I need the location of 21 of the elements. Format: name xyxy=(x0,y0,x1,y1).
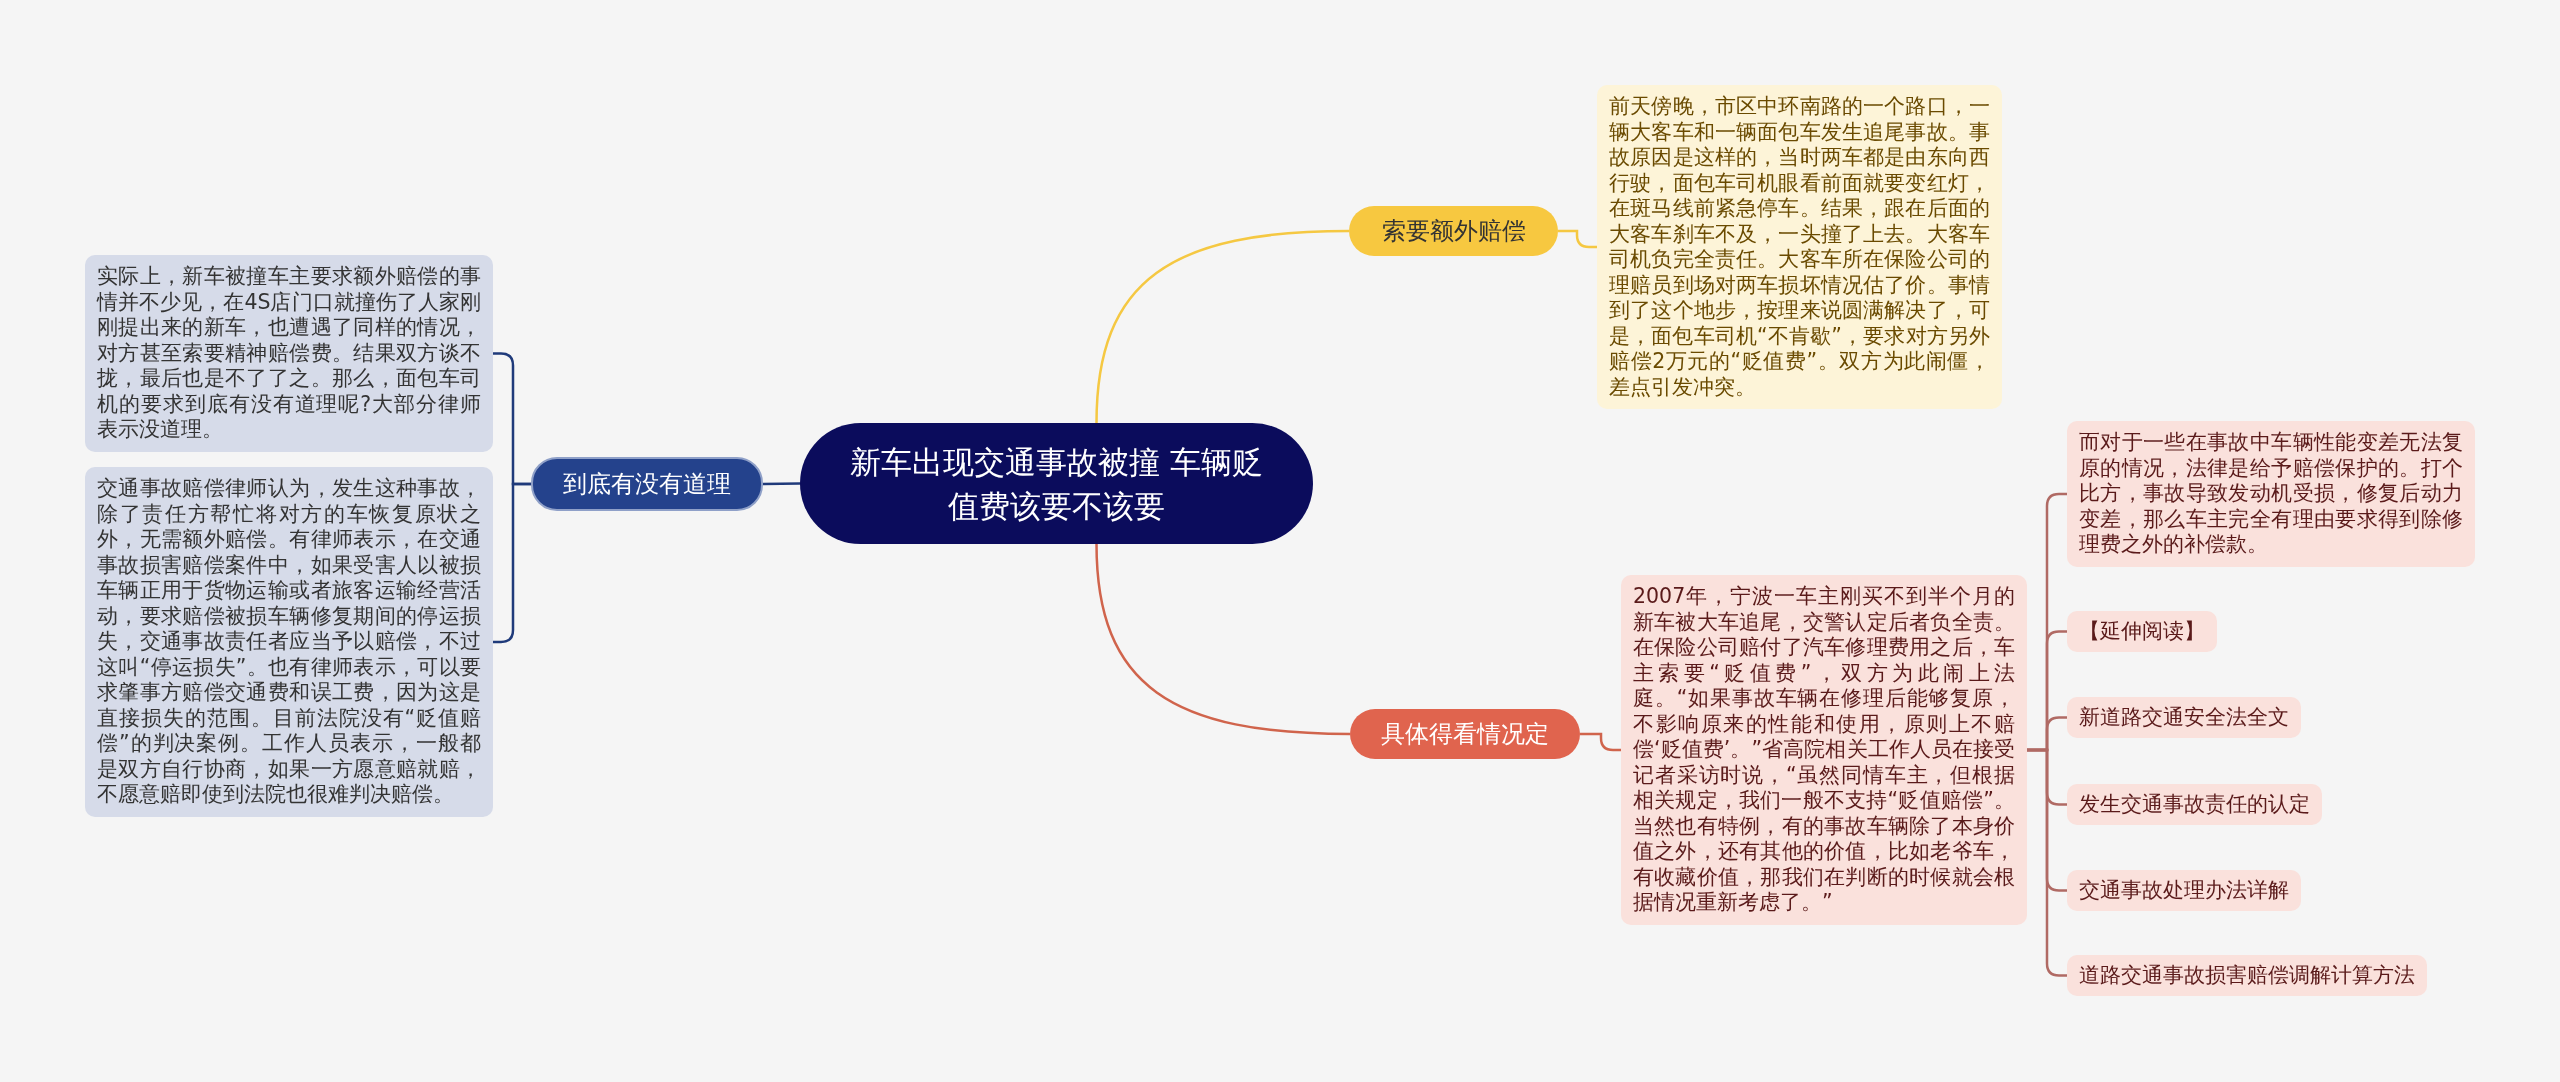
topic-box: 道路交通事故损害赔偿调解计算方法 xyxy=(2067,955,2427,996)
connector-line xyxy=(1095,543,1351,736)
topic-box: 新道路交通安全法全文 xyxy=(2067,697,2301,738)
connector-line xyxy=(763,482,800,486)
branch-topic-box: 索要额外赔偿 xyxy=(1349,206,1558,256)
topic-box: 交通事故处理办法详解 xyxy=(2067,870,2301,911)
connector-line xyxy=(1558,229,1597,249)
central-topic-box: 新车出现交通事故被撞 车辆贬值费该要不该要 xyxy=(800,423,1313,544)
branch-topic-box: 到底有没有道理 xyxy=(531,457,763,511)
text-card: 前天傍晚，市区中环南路的一个路口，一辆大客车和一辆面包车发生追尾事故。事故原因是这样的，当时两车都是由东向西行驶，面包车司机眼看前面就要变红灯，在斑马线前紧急停车。结果，跟在后面的大客车刹车不及，一头撞了上去。大客车司机负完全责任。大客车所在保险公司的理赔员到场对两车损坏情况估了价。事情到了这个地步，按理来说圆满解决了，可是，面包车司机“不肯歇”，要求对方另外赔偿2万元的“贬值费”。双方为此闹僵，差点引发冲突。 xyxy=(1597,85,2002,409)
connector-line xyxy=(1095,229,1350,424)
topic-box: 发生交通事故责任的认定 xyxy=(2067,784,2322,825)
connector-line xyxy=(493,482,531,644)
branch-topic-box: 具体得看情况定 xyxy=(1350,709,1580,759)
topic-box: 【延伸阅读】 xyxy=(2067,611,2217,652)
text-card: 实际上，新车被撞车主要求额外赔偿的事情并不少见，在4S店门口就撞伤了人家刚刚提出来的新车，也遭遇了同样的情况，对方甚至索要精神赔偿费。结果双方谈不拢，最后也是不了了之。那么，面包车司机的要求到底有没有道理呢?大部分律师表示没道理。 xyxy=(85,255,493,452)
text-card: 而对于一些在事故中车辆性能变差无法复原的情况，法律是给予赔偿保护的。打个比方，事故导致发动机受损，修复后动力变差，那么车主完全有理由要求得到除修理费之外的补偿款。 xyxy=(2067,421,2475,567)
connector-line xyxy=(2027,748,2067,977)
connector-line xyxy=(1580,732,1621,752)
text-card: 2007年，宁波一车主刚买不到半个月的新车被大车追尾，交警认定后者负全责。在保险公司赔付了汽车修理费用之后，车主索要“贬值费”，双方为此闹上法庭。“如果事故车辆在修理后能够复原，不影响原来的性能和使用，原则上不赔偿‘贬值费’。”省高院相关工作人员在接受记者采访时说，“虽然同情车主，但根据相关规定，我们一般不支持“贬值赔偿”。当然也有特例，有的事故车辆除了本身价值之外，还有其他的价值，比如老爷车，有收藏价值，那我们在判断的时候就会根据情况重新考虑了。” xyxy=(1621,575,2027,925)
text-card: 交通事故赔偿律师认为，发生这种事故，除了责任方帮忙将对方的车恢复原状之外，无需额外赔偿。有律师表示，在交通事故损害赔偿案件中，如果受害人以被损车辆正用于货物运输或者旅客运输经营活动，要求赔偿被损车辆修复期间的停运损失，交通事故责任者应当予以赔偿，不过这叫“停运损失”。也有律师表示，可以要求肇事方赔偿交通费和误工费，因为这是直接损失的范围。目前法院没有“贬值赔偿”的判决案例。工作人员表示，一般都是双方自行协商，如果一方愿意赔就赔，不愿意赔即使到法院也很难判决赔偿。 xyxy=(85,467,493,817)
